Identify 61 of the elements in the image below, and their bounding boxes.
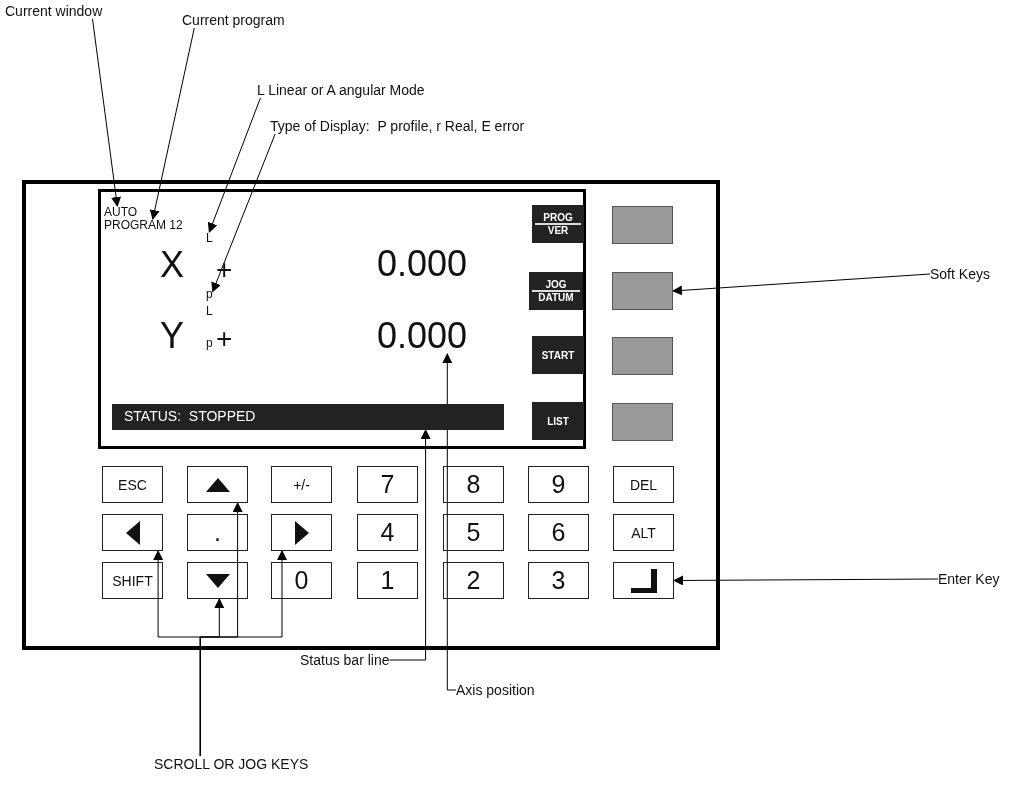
callout-text: Current program: [182, 12, 285, 28]
leader-arrow: [149, 27, 195, 220]
display-screen: [98, 189, 586, 449]
callout-text: Status bar line: [300, 652, 390, 668]
keypad-key: [102, 514, 163, 551]
leader-arrow: [211, 133, 276, 293]
callout-text: Current window: [5, 3, 103, 19]
keypad-key: DEL: [613, 466, 674, 503]
soft-key: [612, 403, 673, 441]
keypad-key: [613, 562, 674, 599]
position-value: 0.000: [377, 318, 468, 354]
keypad-key: SHIFT: [102, 562, 163, 599]
keypad-key: 9: [528, 466, 589, 503]
keypad-key: 3: [528, 562, 589, 599]
keypad-key: 5: [443, 514, 504, 551]
leader-arrow: [389, 429, 431, 661]
leader-arrow: [92, 18, 122, 207]
leader-arrow: [673, 575, 939, 586]
callout-text: Type of Display: P profile, r Real, E error: [270, 118, 525, 134]
position-value: 0.000: [377, 246, 468, 282]
keypad-key: +/-: [271, 466, 332, 503]
mode-letter: L: [206, 305, 213, 317]
leader-arrow: [199, 550, 287, 757]
keypad-key: 8: [443, 466, 504, 503]
keypad-key: .: [187, 514, 248, 551]
leader-arrow: [442, 353, 457, 691]
axis-letter: Y: [160, 318, 184, 354]
display-type-letter: p: [206, 288, 213, 300]
keypad-key: 6: [528, 514, 589, 551]
axis-letter: X: [160, 247, 184, 283]
soft-key: [612, 206, 673, 244]
keypad-key: [187, 466, 248, 503]
soft-key-label: LIST: [532, 402, 584, 440]
callout-text: Axis position: [456, 682, 535, 698]
callout-text: SCROLL OR JOG KEYS: [154, 756, 309, 772]
keypad-key: 2: [443, 562, 504, 599]
callout-text: Enter Key: [938, 571, 1000, 587]
soft-key: [612, 272, 673, 310]
soft-key-label: JOG DATUM: [529, 272, 583, 310]
keypad-key: 0: [271, 562, 332, 599]
display-type-letter: p: [206, 337, 213, 349]
control-panel: [22, 180, 720, 650]
keypad-key: 4: [357, 514, 418, 551]
leader-arrow: [207, 97, 261, 233]
leader-arrow: [672, 273, 931, 296]
callout-text: L Linear or A angular Mode: [257, 82, 425, 98]
keypad-key: [271, 514, 332, 551]
keypad-key: [187, 562, 248, 599]
soft-key-label: START: [532, 336, 584, 374]
mode-letter: L: [206, 232, 213, 244]
soft-key-label: PROG VER: [532, 205, 584, 243]
keypad-key: ESC: [102, 466, 163, 503]
program-text: PROGRAM 12: [104, 219, 183, 231]
sign-text: +: [216, 325, 233, 353]
keypad-key: 7: [357, 466, 418, 503]
keypad-key: 1: [357, 562, 418, 599]
soft-key: [612, 337, 673, 375]
callout-text: Soft Keys: [930, 266, 990, 282]
status-bar: STATUS: STOPPED: [112, 404, 504, 430]
mode-text: AUTO: [104, 206, 138, 218]
keypad-key: ALT: [613, 514, 674, 551]
